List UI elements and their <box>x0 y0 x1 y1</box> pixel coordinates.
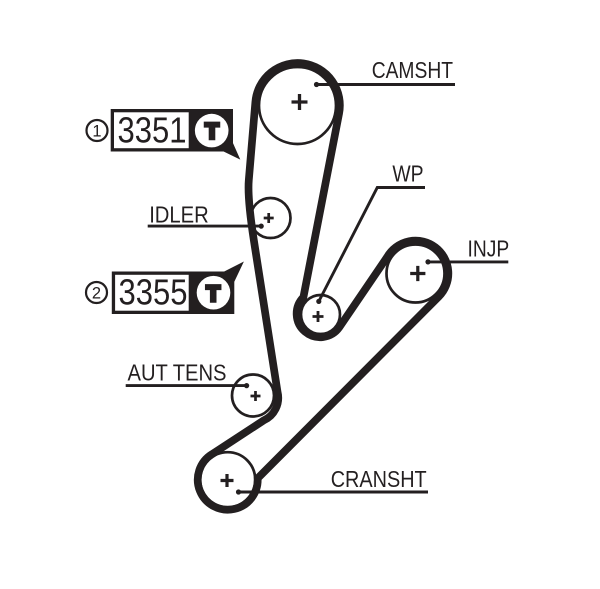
svg-text:3355: 3355 <box>119 272 188 313</box>
svg-text:CAMSHT: CAMSHT <box>372 57 453 83</box>
svg-text:IDLER: IDLER <box>149 202 209 228</box>
svg-text:AUT TENS: AUT TENS <box>128 359 227 385</box>
svg-text:CRANSHT: CRANSHT <box>331 466 427 492</box>
svg-text:2: 2 <box>92 284 101 302</box>
svg-text:1: 1 <box>92 122 101 140</box>
svg-text:3351: 3351 <box>118 109 187 150</box>
svg-text:WP: WP <box>392 161 423 187</box>
svg-text:INJP: INJP <box>468 236 510 262</box>
